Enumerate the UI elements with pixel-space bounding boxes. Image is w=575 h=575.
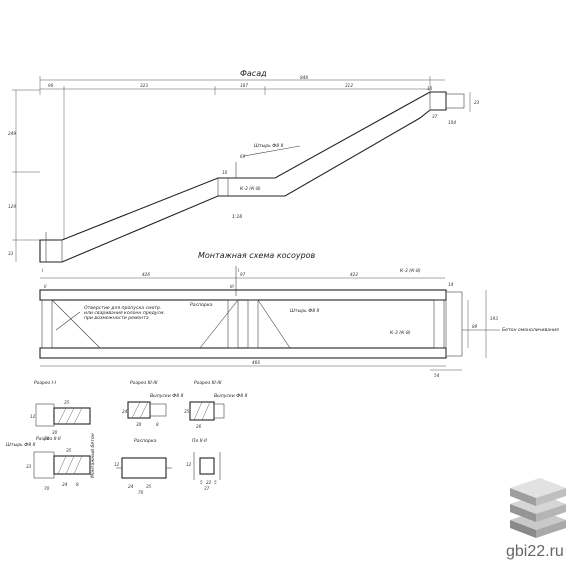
stringer-end-block <box>445 93 465 109</box>
facade-height-label: 69 <box>240 154 246 159</box>
svg-text:30: 30 <box>52 430 58 435</box>
section-2-bar: Штырь Ф8 II <box>6 442 36 448</box>
facade-view: Фасад 848 90 323 187 312 249 129 33 10 2… <box>8 69 480 273</box>
svg-text:35: 35 <box>146 484 152 489</box>
svg-text:24: 24 <box>62 482 68 487</box>
section-3a-title: Разрез III-III <box>130 380 158 386</box>
svg-text:II: II <box>44 284 47 289</box>
svg-text:5: 5 <box>200 480 203 485</box>
svg-text:10: 10 <box>222 170 228 175</box>
section-3a-detail: Разрез III-III Выпуски Ф8 II 30 24 8 <box>122 380 184 427</box>
facade-bar-label: Штырь Ф8 II <box>254 143 284 149</box>
section-1-title: Разрез I-I <box>34 380 57 386</box>
watermark-logo: gbi22.ru <box>506 478 566 560</box>
assembly-post-mid-a <box>227 299 239 349</box>
svg-text:70: 70 <box>44 486 50 491</box>
facade-title: Фасад <box>240 69 267 78</box>
assembly-top-beam <box>39 289 447 301</box>
assembly-post-right <box>433 299 445 349</box>
svg-text:14: 14 <box>448 282 454 287</box>
svg-text:23: 23 <box>474 100 480 105</box>
section-1-detail: Разрез I-I 30 12 35 70 <box>30 380 91 441</box>
assembly-k3-mid: К-3 (К-8) <box>390 330 411 336</box>
watermark-text: gbi22.ru <box>506 543 564 560</box>
assembly-note-2: или сваривания колонн предусм. <box>84 311 165 316</box>
position-detail: По II-II 12 5 22 5 37 <box>186 438 221 491</box>
svg-text:5: 5 <box>214 480 217 485</box>
assembly-title: Монтажная схема косоуров <box>198 251 316 260</box>
svg-text:35: 35 <box>66 448 72 453</box>
facade-dim-33: 33 <box>8 251 14 256</box>
assembly-support-label: Распорка <box>190 302 213 308</box>
assembly-view: Монтажная схема косоуров 426 97 422 I 19… <box>39 251 559 378</box>
facade-dim-187: 187 <box>240 83 248 88</box>
svg-text:I: I <box>238 268 240 273</box>
svg-text:I: I <box>42 268 44 273</box>
svg-text:70: 70 <box>138 490 144 495</box>
svg-text:33: 33 <box>26 464 32 469</box>
support-detail: Распорка 12 24 35 70 <box>114 438 172 495</box>
svg-text:422: 422 <box>350 272 358 277</box>
svg-text:26: 26 <box>196 424 202 429</box>
section-2-title: Разрез II-II <box>36 436 61 442</box>
facade-mark-label: К-3 (К-8) <box>240 186 261 192</box>
svg-text:89: 89 <box>472 324 478 329</box>
svg-text:54: 54 <box>434 373 440 378</box>
section-2-detail: Разрез II-II Штырь Ф8 II Монтажный бетон… <box>6 433 96 491</box>
section-3b-detail: Разрез III-III Выпуски Ф8 II 26 35 <box>184 380 248 429</box>
facade-slope-label: 1:16 <box>232 214 242 220</box>
assembly-note-3: при возможности ремонта <box>84 316 149 321</box>
assembly-bar-label: Штырь Ф8 II <box>290 308 320 314</box>
assembly-bottom-beam <box>39 347 447 359</box>
assembly-post-left <box>41 299 53 349</box>
facade-dim-848: 848 <box>300 75 308 80</box>
position-title: По II-II <box>192 438 207 444</box>
svg-text:97: 97 <box>240 272 246 277</box>
svg-text:30: 30 <box>136 422 142 427</box>
svg-text:37: 37 <box>204 486 210 491</box>
svg-text:466: 466 <box>252 360 260 365</box>
svg-text:10: 10 <box>427 86 433 91</box>
stringer-profile <box>39 91 447 263</box>
section-3a-bar: Выпуски Ф8 II <box>150 393 184 399</box>
svg-text:426: 426 <box>142 272 150 277</box>
facade-dim-249: 249 <box>8 131 16 136</box>
assembly-concrete-label: Бетон омоноличивания <box>502 327 559 333</box>
svg-text:8: 8 <box>76 482 79 487</box>
svg-text:8: 8 <box>156 422 159 427</box>
section-2-side: Монтажный бетон <box>90 433 96 478</box>
assembly-end-block <box>445 291 463 357</box>
svg-text:22: 22 <box>206 480 212 485</box>
svg-text:24: 24 <box>122 409 128 414</box>
stacked-slabs-icon <box>510 478 566 538</box>
svg-text:24: 24 <box>128 484 134 489</box>
svg-text:12: 12 <box>114 462 120 467</box>
facade-dim-312: 312 <box>345 83 353 88</box>
facade-dim-323: 323 <box>140 83 148 88</box>
section-3b-bar: Выпуски Ф8 II <box>214 393 248 399</box>
assembly-k3-top: К-3 (К-8) <box>400 268 421 274</box>
assembly-note-1: Отверстие для пропуска смотр. <box>84 305 161 311</box>
svg-text:193: 193 <box>490 316 498 321</box>
svg-text:35: 35 <box>64 400 70 405</box>
section-3b-title: Разрез III-III <box>194 380 222 386</box>
svg-text:12: 12 <box>30 414 36 419</box>
svg-text:70: 70 <box>44 436 50 441</box>
svg-text:35: 35 <box>184 409 190 414</box>
facade-dim-90: 90 <box>48 83 54 88</box>
facade-dim-129: 129 <box>8 204 16 209</box>
svg-text:104: 104 <box>448 120 456 125</box>
support-title: Распорка <box>134 438 157 444</box>
assembly-post-mid-b <box>247 299 259 349</box>
svg-text:12: 12 <box>186 462 192 467</box>
svg-text:37: 37 <box>432 114 438 119</box>
svg-text:III: III <box>230 284 234 289</box>
